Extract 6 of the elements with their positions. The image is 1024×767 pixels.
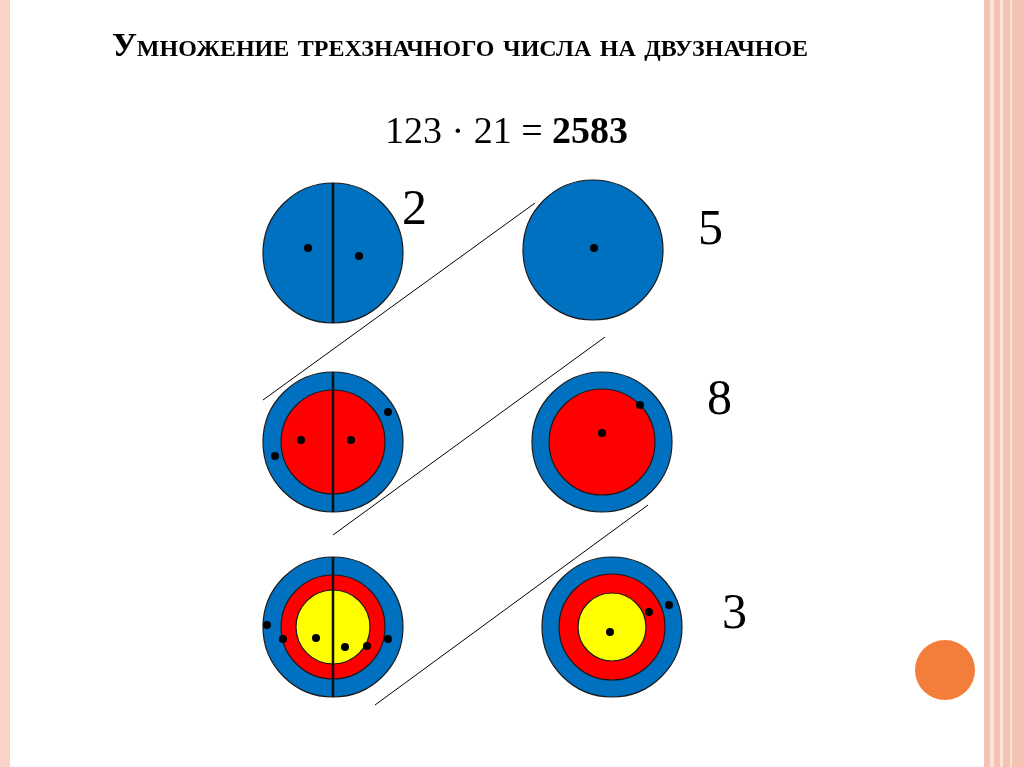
digit-label: 2: [402, 178, 427, 236]
digit-label: 3: [722, 582, 747, 640]
digit-label: 5: [698, 198, 723, 256]
equation: 123 · 21 = 2583: [385, 108, 629, 152]
slide-title: Умножение трехзначного числа на двузначное: [110, 25, 810, 65]
digit-label: 8: [707, 368, 732, 426]
